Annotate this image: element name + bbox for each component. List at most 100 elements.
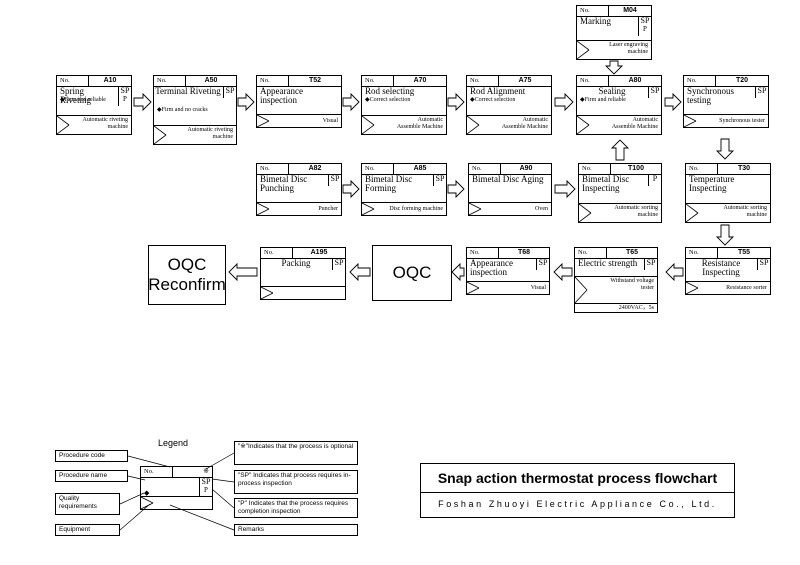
procedure-name: Bimetal Disc Punching	[260, 174, 308, 193]
flow-arrow	[447, 179, 465, 199]
flag-sp: SP	[759, 258, 769, 267]
flag-p: P	[123, 95, 127, 103]
flow-arrow	[133, 92, 152, 112]
oqc-label: OQC	[392, 263, 432, 282]
flow-arrow	[554, 179, 576, 199]
no-label: No.	[577, 76, 609, 86]
flow-arrow	[447, 92, 465, 112]
procedure-code: A80	[628, 77, 642, 84]
legend-note-optional: "※"Indicates that the process is optiona…	[234, 441, 358, 465]
procedure-name: Packing	[281, 258, 311, 268]
legend-diamond: ◆	[144, 489, 150, 497]
quality-requirement: ◆Firm and reliable	[60, 97, 106, 103]
procedure-code: T20	[735, 77, 749, 84]
legend-remarks: Remarks	[234, 524, 358, 536]
no-label: No.	[362, 164, 394, 174]
test-condition: 2400VAC，5s	[575, 303, 657, 312]
no-label: No.	[257, 164, 289, 174]
no-label: No.	[261, 248, 293, 258]
oqc-reconfirm-line2: Reconfirm	[148, 275, 226, 294]
remark: Visual	[322, 118, 338, 124]
procedure-code: T30	[737, 165, 751, 172]
quality-requirement: ◆Correct selection	[365, 97, 411, 103]
procedure-code: T55	[737, 249, 751, 256]
legend-note-sp: "SP" Indicates that process requires in-…	[234, 470, 358, 494]
remark: Disc forming machine	[389, 206, 443, 212]
legend-note-p: "P" Indicates that the process requires …	[234, 498, 358, 518]
legend-p: P	[204, 486, 208, 494]
quality-requirement: ◆Correct selection	[470, 97, 516, 103]
flow-arrow	[451, 262, 465, 282]
procedure-name: Appearance inspection	[260, 86, 303, 105]
procedure-name: Rod Alignment	[470, 86, 526, 96]
no-label: No.	[577, 6, 609, 16]
procedure-name: Rod selecting	[365, 86, 415, 96]
flow-arrow	[349, 262, 371, 282]
procedure-name: Terminal Riveting	[155, 86, 221, 96]
no-label: No.	[579, 164, 611, 174]
legend-title: Legend	[158, 438, 189, 448]
procedure-code: A50	[204, 77, 218, 84]
procedure-code: T65	[625, 249, 639, 256]
procedure-code: T52	[308, 77, 322, 84]
procedure-name: Temperature Inspecting	[689, 174, 735, 193]
no-label: No.	[686, 248, 718, 258]
procedure-name: Resistance Inspecting	[701, 258, 741, 277]
procedure-name: Sealing	[598, 86, 626, 96]
legend-optional-mark: ※	[203, 468, 209, 475]
flow-arrow	[237, 92, 255, 112]
oqc-box: OQC	[372, 245, 452, 301]
procedure-name: Electric strength	[578, 258, 638, 268]
no-label: No.	[467, 248, 499, 258]
flag-sp: SP	[538, 258, 548, 267]
flag-sp: SP	[330, 174, 340, 183]
legend-procedure-name: Procedure name	[55, 470, 128, 482]
no-label: No.	[362, 76, 394, 86]
flow-arrow	[342, 92, 360, 112]
procedure-code: A85	[413, 165, 427, 172]
flag-sp: SP	[120, 86, 130, 95]
oqc-reconfirm-line1: OQC	[167, 255, 207, 274]
procedure-code: A70	[413, 77, 427, 84]
procedure-code: A82	[308, 165, 322, 172]
flag-sp: SP	[640, 16, 650, 25]
flag-sp: SP	[646, 258, 656, 267]
flow-arrow	[553, 262, 573, 282]
quality-requirement: ◆Firm and no cracks	[157, 107, 208, 113]
company-name: Foshan Zhuoyi Electric Appliance Co., Lt…	[438, 499, 717, 509]
flow-arrow	[715, 224, 735, 246]
procedure-name: Appearance inspection	[470, 258, 513, 277]
flag-sp: SP	[334, 258, 344, 267]
remark: Synchronous tester	[719, 118, 765, 124]
flow-arrow	[610, 139, 630, 161]
flag-sp: SP	[650, 86, 660, 95]
no-label: No.	[257, 76, 289, 86]
procedure-code: A90	[519, 165, 533, 172]
chart-title: Snap action thermostat process flowchart	[421, 464, 734, 493]
title-block: Snap action thermostat process flowchart…	[420, 463, 735, 518]
remark: Resistance sorter	[726, 285, 767, 291]
remark: Puncher	[318, 206, 338, 212]
procedure-code: A75	[518, 77, 532, 84]
legend-equipment: Equipment	[55, 524, 120, 536]
no-label: No.	[57, 76, 89, 86]
procedure-name: Synchronous testing	[687, 86, 734, 105]
no-label: No.	[467, 76, 499, 86]
remark: Visual	[530, 285, 546, 291]
